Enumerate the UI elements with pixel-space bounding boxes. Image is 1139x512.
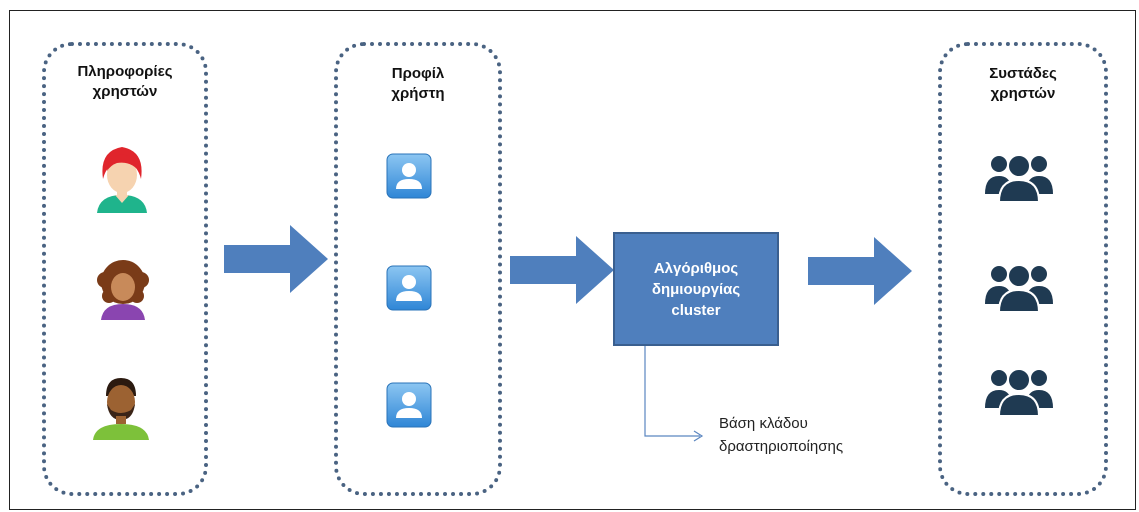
- user-info-title-line1: Πληροφορίες: [77, 63, 173, 80]
- user-group-icon: [985, 264, 1053, 312]
- profile-icon: [386, 153, 432, 199]
- branch-label-line2: δραστηριοποίησης: [719, 438, 844, 455]
- user-profile-title-line2: χρήστη: [391, 85, 445, 102]
- algorithm-label-line1: Αλγόριθμος: [653, 259, 739, 277]
- woman-red-hair-avatar-icon: [97, 147, 147, 213]
- algorithm-label-line2: δημιουργίας: [651, 280, 741, 298]
- user-clusters-title-line2: χρηστών: [990, 85, 1056, 102]
- diagram-frame: [9, 10, 1136, 510]
- algorithm-label: Αλγόριθμος δημιουργίας cluster: [626, 258, 766, 321]
- user-clusters-group: [938, 42, 1108, 496]
- user-info-group: [42, 42, 208, 496]
- profile-icon: [386, 265, 432, 311]
- user-profile-group: [334, 42, 502, 496]
- user-info-title-line2: χρηστών: [92, 83, 158, 100]
- arrow-right-3: [808, 237, 912, 305]
- user-profile-title: Προφίλ χρήστη: [334, 64, 502, 104]
- branch-label: Βάση κλάδου δραστηριοποίησης: [719, 412, 843, 458]
- arrow-right-1: [224, 225, 328, 293]
- branch-connector: [644, 346, 704, 442]
- user-clusters-title-line1: Συστάδες: [989, 65, 1057, 82]
- algorithm-label-line3: cluster: [671, 301, 721, 319]
- branch-label-line1: Βάση κλάδου: [719, 415, 808, 432]
- profile-icon: [386, 382, 432, 428]
- arrow-right-2: [510, 236, 614, 304]
- man-avatar-icon: [93, 378, 149, 440]
- woman-curly-hair-avatar-icon: [97, 260, 149, 320]
- user-clusters-title: Συστάδες χρηστών: [938, 64, 1108, 104]
- user-info-title: Πληροφορίες χρηστών: [42, 62, 208, 102]
- clustering-algorithm-box: Αλγόριθμος δημιουργίας cluster: [613, 232, 779, 346]
- user-group-icon: [985, 368, 1053, 416]
- user-profile-title-line1: Προφίλ: [391, 65, 445, 82]
- user-group-icon: [985, 154, 1053, 202]
